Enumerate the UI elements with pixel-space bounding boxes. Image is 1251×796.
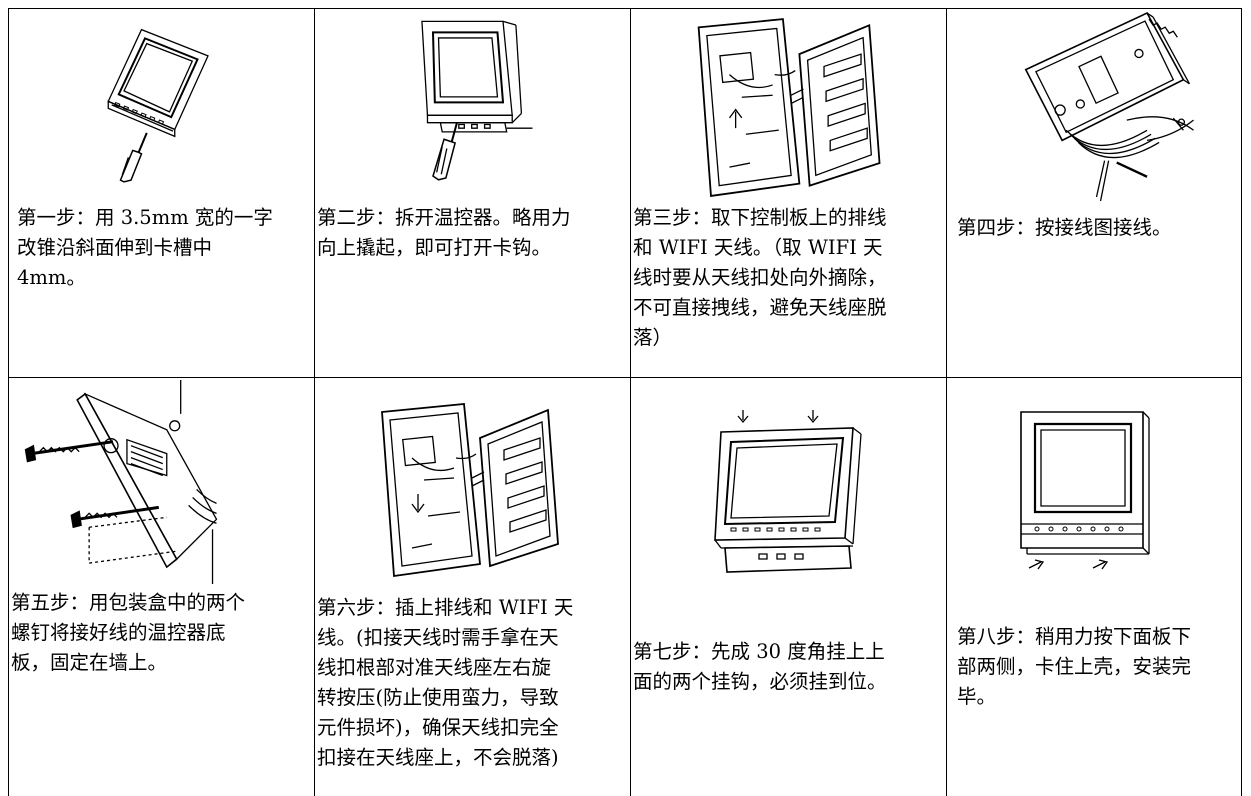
step-5-cell: 第五步：用包装盒中的两个 螺钉将接好线的温控器底 板，固定在墙上。	[9, 378, 314, 796]
control-board-ribbon-icon	[681, 13, 891, 198]
step-3-cell: 第三步：取下控制板上的排线 和 WIFI 天线。（取 WIFI 天 线时要从天线…	[631, 9, 946, 377]
step-2-cell: 第二步：拆开温控器。略用力 向上撬起，即可打开卡钩。	[315, 9, 630, 377]
step-6-cell: 第六步：插上排线和 WIFI 天 线。(扣接天线时需手拿在天 线扣根部对准天线座…	[315, 378, 630, 796]
table-column-divider	[630, 8, 631, 796]
table-column-divider	[314, 8, 315, 796]
press-bottom-icon	[1007, 408, 1157, 578]
step-7-cell: 第七步：先成 30 度角挂上上 面的两个挂钩，必须挂到位。	[631, 378, 946, 796]
table-left-border	[8, 8, 9, 796]
step-5-caption: 第五步：用包装盒中的两个 螺钉将接好线的温控器底 板，固定在墙上。	[11, 591, 246, 674]
thermostat-pry-open-icon	[393, 14, 543, 189]
step-7-caption: 第七步：先成 30 度角挂上上 面的两个挂钩，必须挂到位。	[633, 640, 887, 693]
backplate-screws-icon	[14, 380, 220, 584]
step-6-caption: 第六步：插上排线和 WIFI 天 线。(扣接天线时需手拿在天 线扣根部对准天线座…	[317, 596, 574, 769]
table-top-border	[8, 8, 1242, 9]
hook-top-icon	[701, 408, 871, 578]
step-8-cell: 第八步：稍用力按下面板下 部两侧，卡住上壳，安装完 毕。	[947, 378, 1241, 796]
step-4-cell: 第四步：按接线图接线。	[947, 9, 1241, 377]
backplate-wiring-icon	[989, 9, 1204, 201]
step-2-caption: 第二步：拆开温控器。略用力 向上撬起，即可打开卡钩。	[317, 206, 571, 259]
table-row-divider	[8, 377, 1242, 378]
ribbon-reconnect-icon	[367, 398, 567, 578]
table-column-divider	[946, 8, 947, 796]
step-4-caption: 第四步：按接线图接线。	[957, 216, 1172, 239]
step-1-caption: 第一步：用 3.5mm 宽的一字 改锥沿斜面伸到卡槽中 4mm。	[17, 206, 273, 289]
thermostat-screwdriver-icon	[89, 14, 229, 194]
step-1-cell: 第一步：用 3.5mm 宽的一字 改锥沿斜面伸到卡槽中 4mm。	[9, 9, 314, 377]
step-3-caption: 第三步：取下控制板上的排线 和 WIFI 天线。（取 WIFI 天 线时要从天线…	[633, 206, 887, 349]
table-right-border	[1241, 8, 1242, 796]
step-8-caption: 第八步：稍用力按下面板下 部两侧，卡住上壳，安装完 毕。	[957, 625, 1192, 708]
